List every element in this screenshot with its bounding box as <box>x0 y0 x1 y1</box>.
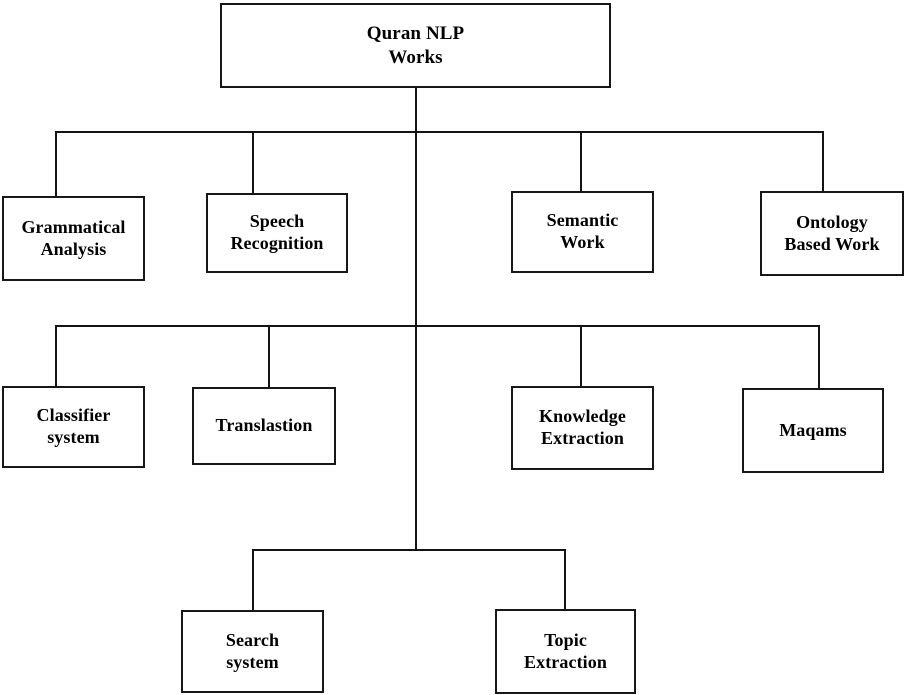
connector-to-grammatical-analysis <box>55 131 57 196</box>
node-ontology-based-work[interactable]: Ontology Based Work <box>760 191 904 276</box>
node-label: Ontology Based Work <box>784 211 880 254</box>
node-label: Speech Recognition <box>230 211 324 253</box>
connector-to-translastion <box>268 325 270 387</box>
node-label: Search system <box>225 629 280 672</box>
connector-to-topic-extraction <box>564 549 566 609</box>
node-label: Quran NLP Works <box>366 23 465 68</box>
connector-to-search-system <box>252 549 254 610</box>
connector-to-semantic-work <box>580 131 582 191</box>
connector-to-classifier-system <box>55 325 57 386</box>
node-semantic-work[interactable]: Semantic Work <box>511 191 654 273</box>
node-quran-nlp-works[interactable]: Quran NLP Works <box>220 3 611 88</box>
connector-to-maqams <box>818 325 820 388</box>
node-maqams[interactable]: Maqams <box>742 388 884 473</box>
node-label: Grammatical Analysis <box>21 216 126 259</box>
node-speech-recognition[interactable]: Speech Recognition <box>206 193 348 273</box>
node-knowledge-extraction[interactable]: Knowledge Extraction <box>511 386 654 470</box>
node-classifier-system[interactable]: Classifier system <box>2 386 145 468</box>
level3-bus-connector <box>55 325 818 327</box>
node-label: Topic Extraction <box>524 629 607 672</box>
node-label: Knowledge Extraction <box>539 406 626 448</box>
node-grammatical-analysis[interactable]: Grammatical Analysis <box>2 196 145 281</box>
level4-bus-connector <box>252 549 564 551</box>
node-topic-extraction[interactable]: Topic Extraction <box>495 609 636 694</box>
node-translastion[interactable]: Translastion <box>192 387 336 465</box>
node-label: Classifier system <box>36 405 111 447</box>
node-label: Maqams <box>779 419 847 440</box>
level2-bus-connector <box>55 131 822 133</box>
connector-to-ontology-based-work <box>822 131 824 191</box>
node-label: Translastion <box>215 415 313 436</box>
node-label: Semantic Work <box>546 210 619 252</box>
connector-to-speech-recognition <box>252 131 254 193</box>
main-trunk-connector <box>415 88 417 549</box>
node-search-system[interactable]: Search system <box>181 610 324 693</box>
connector-to-knowledge-extraction <box>580 325 582 386</box>
